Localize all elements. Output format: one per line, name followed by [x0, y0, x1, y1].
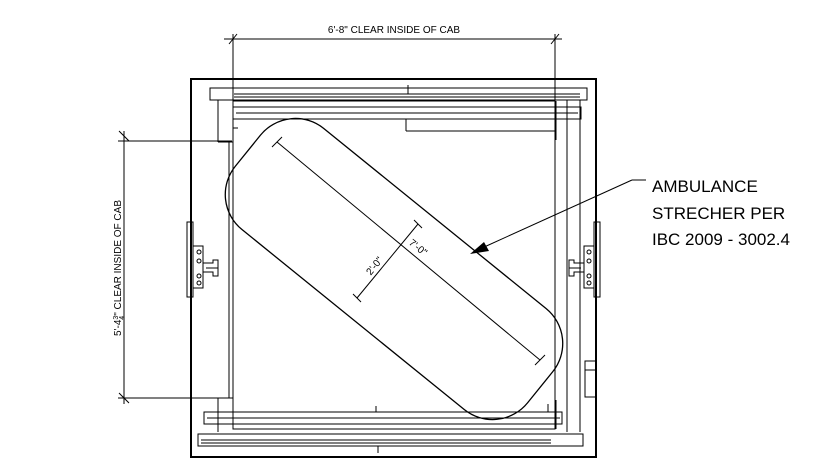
- width-dimension-line: [224, 33, 562, 100]
- stretcher-length-label: 7'-0": [406, 238, 429, 259]
- stretcher-dimension-lines: [271, 136, 546, 366]
- callout-line-1: AMBULANCE: [652, 177, 758, 196]
- cab-outline: [232, 100, 556, 430]
- height-dimension-label: 5'-434" CLEAR INSIDE OF CAB: [113, 200, 126, 336]
- height-label-suffix: " CLEAR INSIDE OF CAB: [113, 200, 124, 316]
- width-dimension-label: 6'-8" CLEAR INSIDE OF CAB: [328, 25, 460, 36]
- top-door-tracks: [209, 85, 588, 132]
- height-dimension-line: [118, 130, 232, 404]
- callout-leader: [481, 179, 646, 249]
- cab-wall-lines: [217, 100, 581, 432]
- ambulance-stretcher: [224, 117, 564, 421]
- hoistway-outline: [190, 78, 597, 458]
- callout-line-2: STRECHER PER: [652, 204, 785, 223]
- right-guide-rail: [568, 221, 601, 298]
- side-panel: [584, 360, 597, 398]
- height-label-prefix: 5'-4: [113, 319, 124, 336]
- callout-line-3: IBC 2009 - 3002.4: [652, 230, 790, 249]
- callout-arrow-icon: [470, 242, 489, 254]
- height-label-fraction-top: 3: [113, 316, 120, 320]
- bottom-door-tracks: [197, 404, 584, 453]
- left-guide-rail: [186, 221, 219, 298]
- height-label-fraction-bottom: 4: [119, 316, 126, 320]
